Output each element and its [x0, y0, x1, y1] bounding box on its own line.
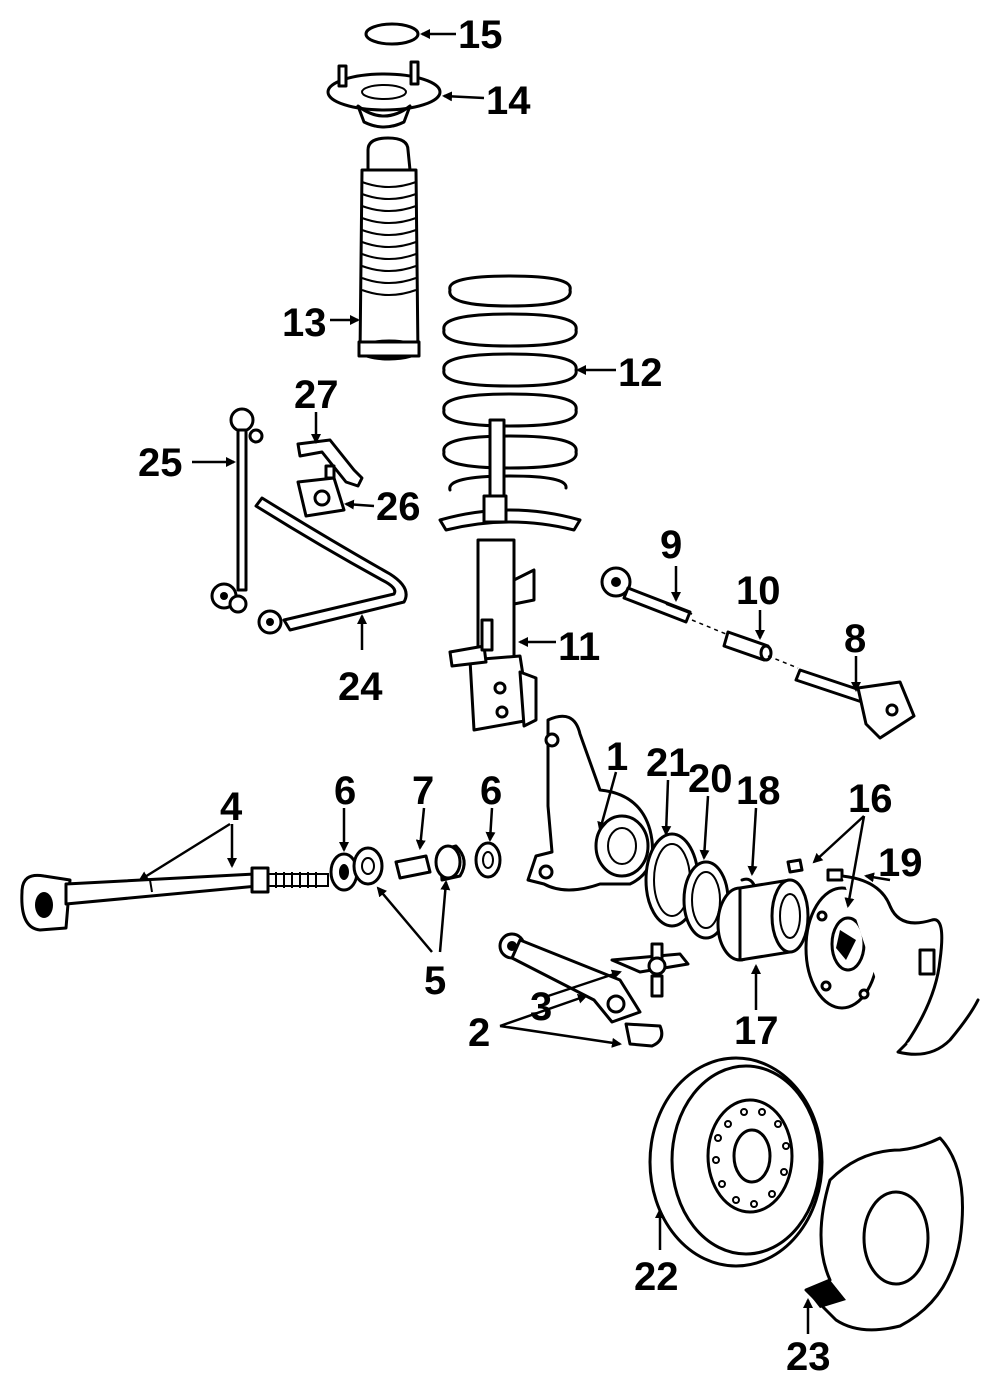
callout-27: 27 — [294, 373, 339, 417]
callout-12: 12 — [618, 351, 663, 395]
part-26-bushing — [296, 476, 346, 518]
part-10-adjuster-sleeve — [722, 630, 773, 662]
callout-labels: 15 14 13 12 27 25 26 9 10 11 8 24 1 4 6 … — [138, 13, 923, 1379]
part-13-dust-boot — [357, 136, 421, 361]
part-4-lateral-link — [20, 866, 329, 932]
part-3-control-arm — [498, 932, 690, 1024]
part-25-stabilizer-link — [210, 407, 264, 614]
part-23-dust-shield — [804, 1136, 964, 1332]
part-1-steering-knuckle — [526, 714, 654, 892]
leader-lines — [138, 29, 891, 1334]
part-14-strut-mount — [326, 60, 442, 129]
callout-7: 7 — [412, 769, 434, 813]
callout-14: 14 — [486, 79, 531, 123]
part-9-adjusting-rod — [600, 566, 693, 624]
callout-8: 8 — [844, 617, 866, 661]
callout-22: 22 — [634, 1255, 679, 1299]
part-12-coil-spring — [442, 274, 578, 502]
callout-6-right: 6 — [480, 769, 502, 813]
callout-13: 13 — [282, 301, 327, 345]
part-24-stabilizer-bar — [254, 496, 408, 635]
part-15-snap-ring — [364, 22, 420, 46]
part-5-bushing-left — [352, 846, 384, 886]
callout-11: 11 — [558, 625, 600, 669]
callout-1: 1 — [606, 735, 628, 779]
callout-26: 26 — [376, 485, 421, 529]
callout-19: 19 — [878, 841, 923, 885]
callout-15: 15 — [458, 13, 503, 57]
part-22-brake-rotor — [648, 1056, 824, 1268]
callout-17: 17 — [734, 1009, 779, 1053]
callout-21: 21 — [646, 741, 691, 785]
part-11-strut — [438, 494, 582, 732]
part-2-ball-joint — [624, 942, 667, 1048]
part-7-sleeve — [394, 854, 432, 880]
callout-9: 9 — [660, 523, 682, 567]
callout-18: 18 — [736, 769, 781, 813]
callout-20: 20 — [688, 757, 733, 801]
callout-23: 23 — [786, 1335, 831, 1379]
callout-5: 5 — [424, 959, 446, 1003]
callout-16: 16 — [848, 777, 893, 821]
part-6-washer-right — [474, 841, 502, 879]
callout-10: 10 — [736, 569, 781, 613]
callout-2: 2 — [468, 1011, 490, 1055]
part-8-rod-end — [794, 668, 916, 740]
callout-25: 25 — [138, 441, 183, 485]
callout-24: 24 — [338, 665, 383, 709]
callout-6-left: 6 — [334, 769, 356, 813]
callout-4: 4 — [220, 785, 243, 829]
part-6-washer-left — [329, 852, 359, 892]
callout-3: 3 — [530, 985, 552, 1029]
part-5-bushing-right — [434, 844, 466, 882]
part-17-hub-bearing — [716, 878, 810, 962]
part-19-abs-sensor — [826, 868, 980, 1056]
